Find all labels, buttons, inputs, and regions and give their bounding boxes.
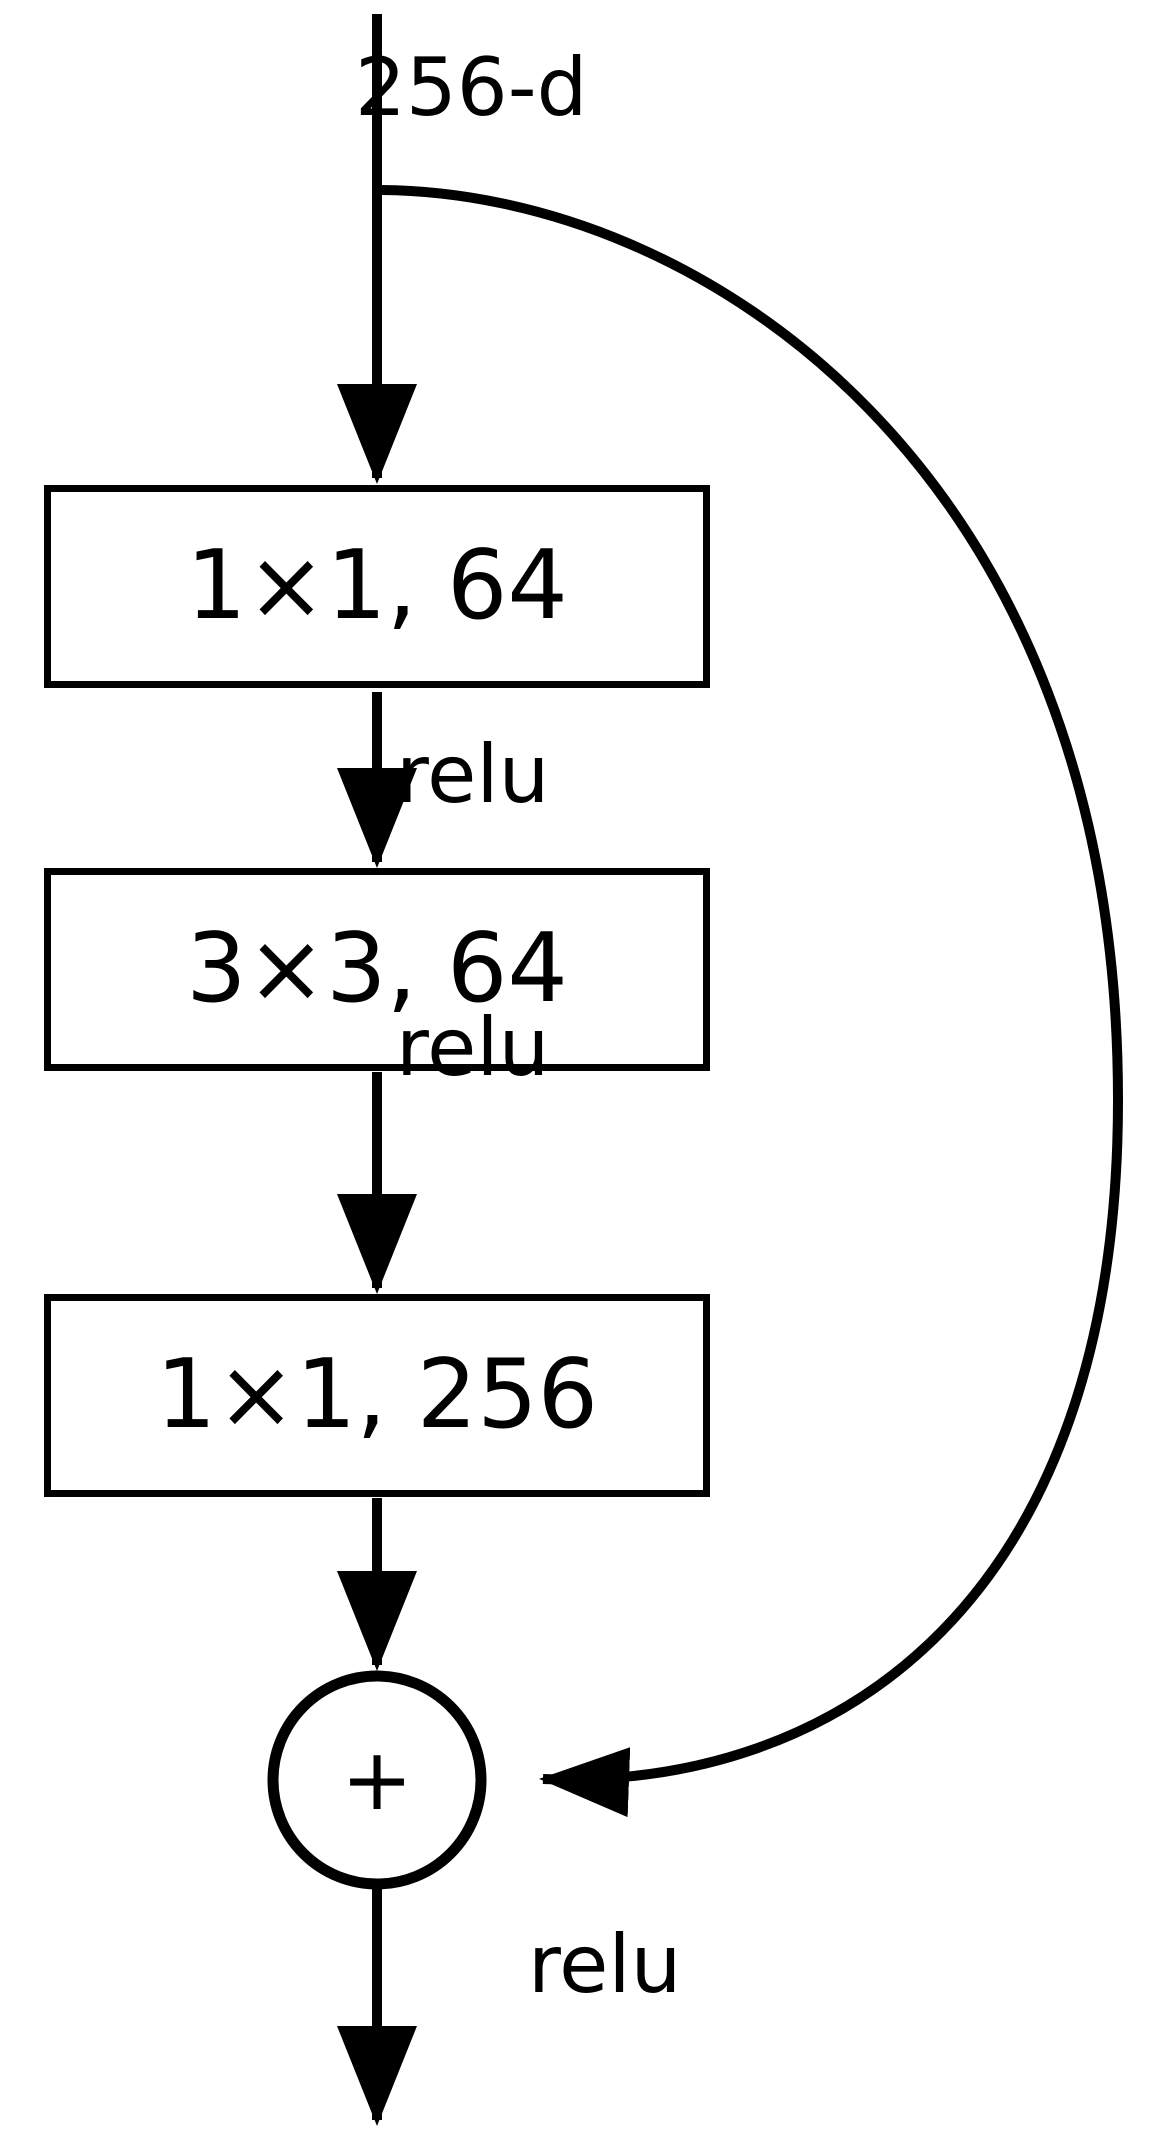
conv-block-1x1-256[interactable]: 1×1, 256 bbox=[44, 1294, 710, 1497]
relu-label-3: relu bbox=[528, 1918, 682, 2011]
conv-block-label: 3×3, 64 bbox=[186, 914, 568, 1024]
conv-block-label: 1×1, 256 bbox=[155, 1340, 599, 1450]
relu-label-1: relu bbox=[396, 728, 550, 821]
identity-shortcut-curve bbox=[376, 185, 1124, 1818]
conv-block-3x3-64[interactable]: 3×3, 64 bbox=[44, 868, 710, 1071]
relu-label-2: relu bbox=[396, 1001, 550, 1094]
conv-block-label: 1×1, 64 bbox=[186, 531, 568, 641]
add-node-plus-symbol: + bbox=[340, 1730, 414, 1830]
input-dimension-label: 256-d bbox=[355, 41, 588, 134]
conv-block-1x1-64[interactable]: 1×1, 64 bbox=[44, 485, 710, 688]
